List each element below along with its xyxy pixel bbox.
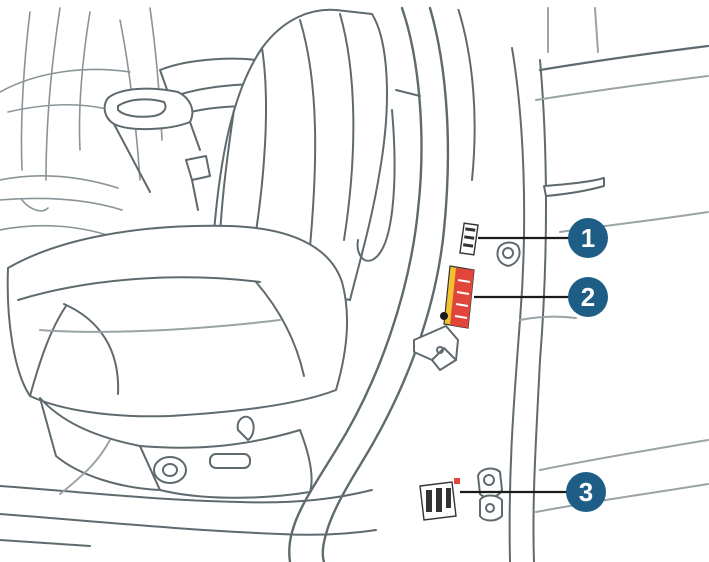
label-sticker-3 [420,478,460,520]
callout-2: 2 [568,277,608,317]
front-seat-cushion [8,226,347,416]
callout-1: 1 [568,218,608,258]
callout-2-number: 2 [581,282,595,312]
lower-door-hinge [478,469,502,521]
door-striker [414,326,458,370]
label-sticker-2 [440,266,474,328]
seat-belt-buckle [186,156,210,210]
label-sticker-1 [460,223,478,255]
upper-door-bolt [497,243,519,266]
callout-1-number: 1 [581,223,595,253]
rear-door [536,46,708,512]
callout-3-number: 3 [579,477,593,507]
seat-recline-lever [238,417,254,440]
callout-3: 3 [566,472,606,512]
